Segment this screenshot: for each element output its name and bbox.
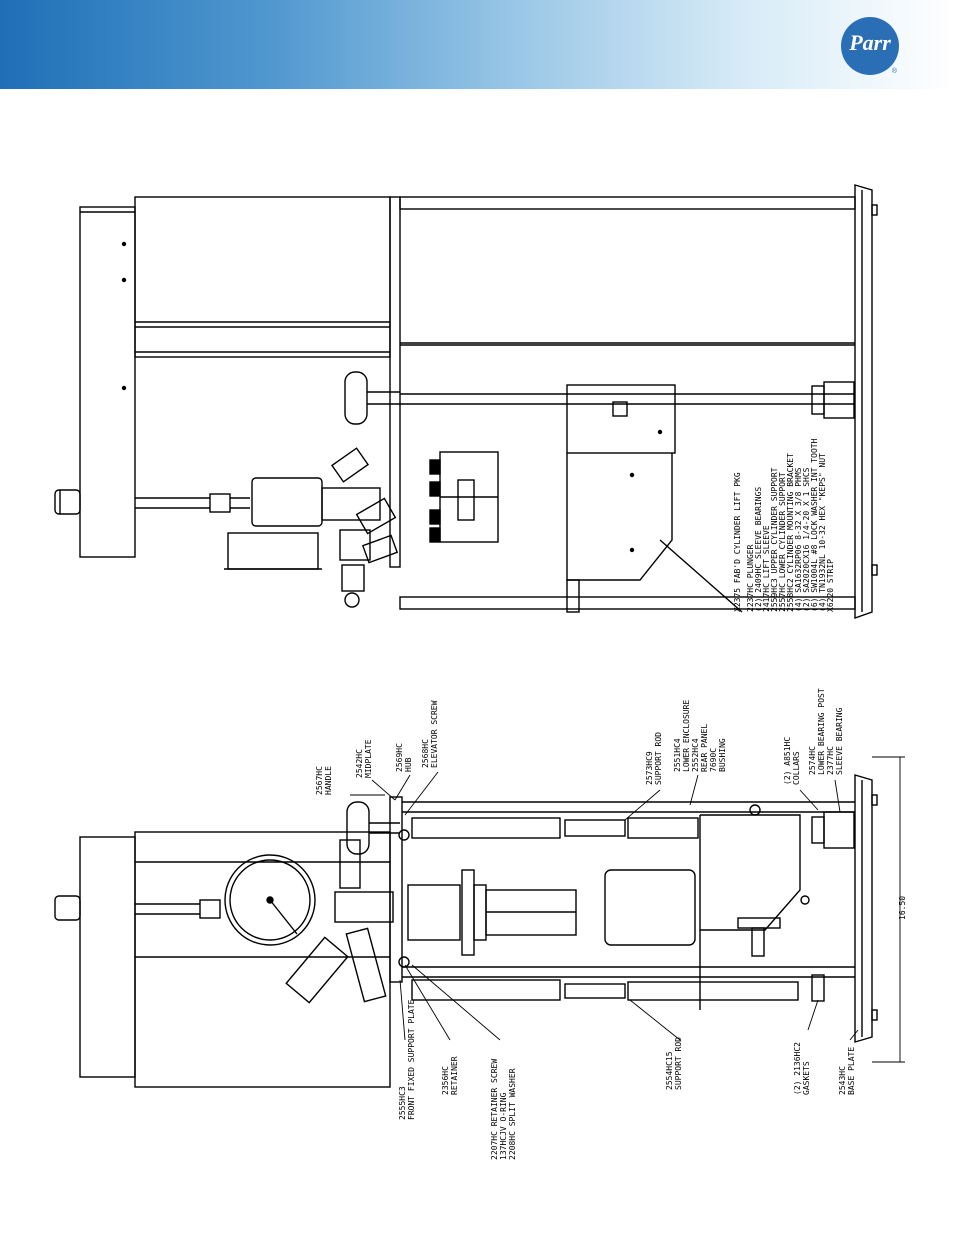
callout-part: (2) A851HC [783, 737, 792, 785]
kit-item: (4) SA1632RP06 8-32 X 3/8 PHMS [794, 467, 803, 612]
kit-item: 2417HC LIFT SLEEVE [762, 525, 771, 612]
callout-part: 2551HC4 [673, 738, 682, 772]
callout-desc: HUB [404, 757, 413, 772]
callout-part: (2) 2136HC2 [793, 1042, 802, 1095]
kit-item: 2237HC PLUNGER [746, 544, 755, 612]
kit-item: 2557HC LOWER CYLINDER SUPPORT [778, 472, 787, 612]
callout-part: 2569HC [395, 743, 404, 772]
registered-mark: ® [891, 68, 897, 75]
kit-item: (2) 2409HC SLEEVE BEARINGS [754, 487, 763, 612]
kit-parts-list: X2375 FAB'D CYLINDER LIFT PKG 2237HC PLU… [733, 438, 835, 612]
callout-part: 2543HC [838, 1066, 847, 1095]
callout-desc: RETAINER [450, 1056, 459, 1095]
callout-desc: BUSHING [718, 738, 727, 772]
callout-desc: MIDPLATE [364, 739, 373, 778]
callout-desc: 137HCJV O-RING [499, 1092, 508, 1160]
callout-desc: REAR PANEL [700, 724, 709, 772]
callout-desc: ELEVATOR SCREW [430, 700, 439, 768]
header-banner [0, 0, 954, 89]
callout-part: 2574HC [808, 746, 817, 775]
front-view-drawing [54, 774, 878, 1088]
callout-part: 2568HC [421, 739, 430, 768]
kit-item: (4) TN1932NL 10-32 HEX "KEPS" NUT [818, 453, 827, 612]
kit-title: X2375 FAB'D CYLINDER LIFT PKG [733, 472, 742, 612]
leader-lines [350, 771, 859, 1041]
callout-part: 7690C [709, 748, 718, 772]
callout-part: 2552HC4 [691, 738, 700, 772]
callout-part: 2555HC3 [398, 1086, 407, 1120]
callout-part: 2567HC [315, 766, 324, 795]
callout-desc: COLLARS [792, 751, 801, 785]
callout-part: 2356HC [441, 1066, 450, 1095]
dimension-label: 16.50 [898, 896, 907, 920]
callout-part: 2207HC RETAINER SCREW [490, 1059, 499, 1160]
kit-item: 2558HC2 CYLINDER MOUNTING BRACKET [786, 453, 795, 612]
kit-item: 2559HC3 UPPER CYLINDER SUPPORT [770, 467, 779, 612]
callout-desc: LOWER BEARING POST [817, 688, 826, 775]
front-callouts: 2567HC HANDLE 2542HC MIDPLATE 2569HC HUB… [315, 688, 856, 1160]
callout-desc: FRONT FIXED SUPPORT PLATE [407, 999, 416, 1120]
dimension-lines [872, 756, 905, 1063]
kit-item: X6220 STRIP [826, 559, 835, 612]
callout-desc: SUPPORT ROD [674, 1037, 683, 1090]
callout-desc: SUPPORT ROD [654, 732, 663, 785]
callout-desc: GASKETS [802, 1061, 811, 1095]
callout-desc: BASE PLATE [847, 1047, 856, 1095]
callout-part: 2377HC [826, 746, 835, 775]
callout-part: 2573HC9 [645, 751, 654, 785]
callout-desc: HANDLE [324, 766, 333, 795]
logo-text: Parr [849, 30, 891, 55]
kit-item: (6) SW1004L #8 LOCK WASHER INT TOOTH [810, 438, 819, 612]
parr-logo: Parr ® [841, 17, 899, 75]
side-view-drawing [54, 184, 878, 619]
kit-item: (2) SA2020CX16 1/4-20 X 1 SHCS [802, 467, 811, 612]
callout-part: 2208HC SPLIT WASHER [508, 1068, 517, 1160]
callout-desc: SLEEVE BEARING [835, 707, 844, 775]
callout-desc: LOWER ENCLOSURE [682, 700, 691, 772]
callout-part: 2542HC [355, 749, 364, 778]
callout-part: 2554HC15 [665, 1051, 674, 1090]
